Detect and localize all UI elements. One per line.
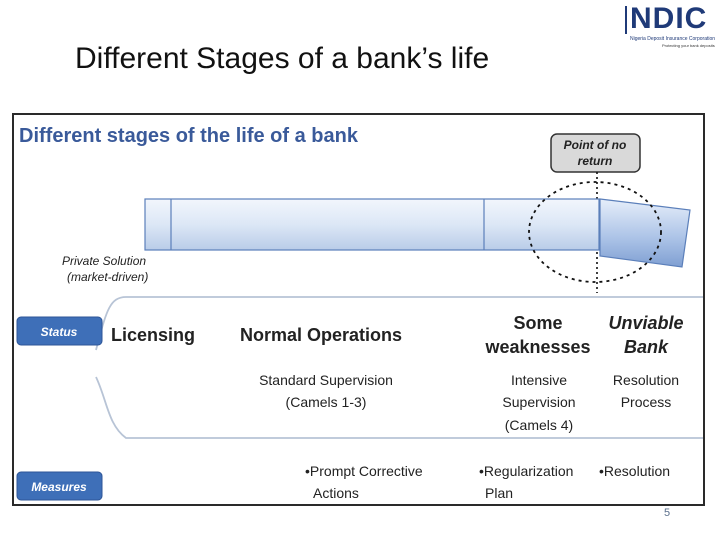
unviable-stage-segment xyxy=(599,198,691,268)
stage-normal-supervision-2: (Camels 1-3) xyxy=(286,394,367,410)
bank-life-diagram: Different stages of the life of a bank P… xyxy=(16,125,703,501)
stage-unviable-supervision-1: Resolution xyxy=(613,372,679,388)
measures-separator-curve xyxy=(95,376,703,439)
logo-wordmark: NDIC xyxy=(630,2,708,35)
page-number: 5 xyxy=(664,507,671,519)
logo-tagline: Nigeria Deposit Insurance Corporation xyxy=(630,36,716,42)
point-of-no-return-ellipse xyxy=(528,181,662,283)
slide-title: Different Stages of a bank’s life xyxy=(75,42,490,75)
status-badge xyxy=(16,316,103,346)
measures-badge xyxy=(16,471,103,501)
private-solution-line2: (market-driven) xyxy=(67,270,148,284)
stage-weaknesses-supervision-3: (Camels 4) xyxy=(505,417,573,433)
stage-normal-supervision-1: Standard Supervision xyxy=(259,372,393,388)
stage-weaknesses-status-1: Some xyxy=(513,313,562,333)
stage-unviable-status-1: Unviable xyxy=(608,313,683,333)
stage-weaknesses-supervision-1: Intensive xyxy=(511,372,567,388)
stage-unviable-status-2: Bank xyxy=(624,337,669,357)
diagram-title: Different stages of the life of a bank xyxy=(19,125,359,147)
private-solution-line1: Private Solution xyxy=(62,254,146,268)
stage-weaknesses-measure-1: •Regularization xyxy=(479,463,573,479)
stage-normal-measure-2: Actions xyxy=(313,485,359,501)
status-label: Status xyxy=(41,325,78,339)
point-of-no-return-box xyxy=(550,133,641,173)
point-of-no-return-line2: return xyxy=(578,154,613,168)
point-of-no-return-line1: Point of no xyxy=(564,138,627,152)
diagram-frame: Different stages of the life of a bank P… xyxy=(12,113,705,506)
stage-licensing-status: Licensing xyxy=(111,325,195,345)
stage-normal-measure-1: •Prompt Corrective xyxy=(305,463,423,479)
stage-weaknesses-status-2: weaknesses xyxy=(484,337,590,357)
ndic-logo: NDIC Nigeria Deposit Insurance Corporati… xyxy=(622,2,720,50)
stage-unviable-measure-1: •Resolution xyxy=(599,463,670,479)
stage-bar xyxy=(144,198,600,251)
measures-label: Measures xyxy=(31,480,87,494)
logo-bar xyxy=(625,6,627,34)
stage-weaknesses-measure-2: Plan xyxy=(485,485,513,501)
stage-unviable-supervision-2: Process xyxy=(621,394,672,410)
logo-motto: Protecting your bank deposits xyxy=(662,43,715,48)
stage-normal-status: Normal Operations xyxy=(240,325,402,345)
stage-weaknesses-supervision-2: Supervision xyxy=(502,394,575,410)
